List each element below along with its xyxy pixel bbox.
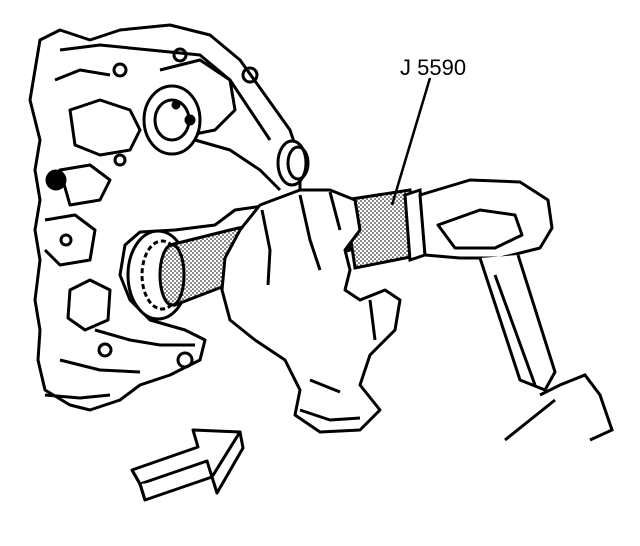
callout-leader-line [390, 77, 432, 206]
tool-callout-label: J 5590 [400, 55, 466, 80]
hand [220, 188, 402, 434]
second-hand [504, 373, 614, 442]
ratchet-handle [418, 178, 557, 392]
engine-housing [28, 23, 302, 412]
flange-ring [142, 84, 310, 187]
direction-arrow [130, 428, 245, 502]
